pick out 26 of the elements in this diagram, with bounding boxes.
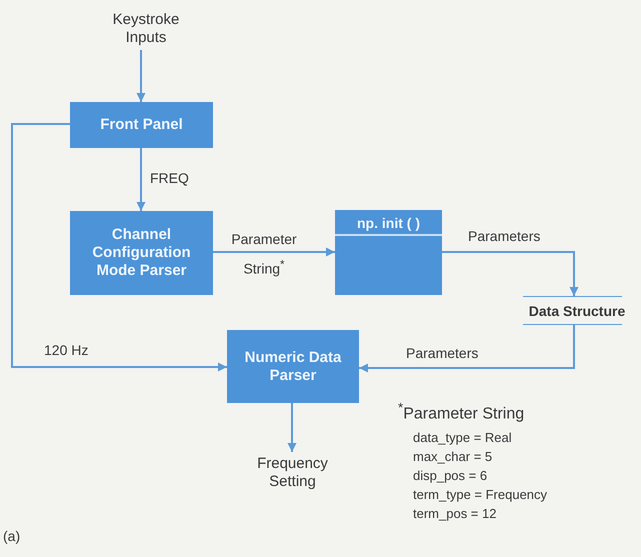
parameter-line: term_type = Frequency [413, 487, 548, 502]
output-label: Frequency Setting [240, 452, 345, 494]
arrow [136, 50, 146, 102]
edge-label: Parameters [406, 345, 478, 361]
arrow [288, 403, 296, 452]
arrow [136, 148, 146, 211]
process-box: Numeric Data Parser [227, 330, 359, 403]
parameter-line: disp_pos = 6 [413, 468, 488, 483]
edge-label: Parameters [468, 228, 540, 244]
parameter-line: term_pos = 12 [413, 506, 496, 521]
arrow [11, 123, 227, 372]
data-store: Data Structure [513, 296, 641, 325]
process-box: Front Panel [70, 102, 213, 148]
input-label: Keystroke Inputs [95, 8, 197, 50]
arrow [359, 325, 575, 372]
edge-label: FREQ [150, 170, 189, 186]
function-box: np. init ( ) [335, 210, 442, 295]
edge-label: Parameter String$^{*}$ [230, 230, 298, 279]
arrow [213, 248, 335, 256]
footnote-heading: $^{*}$Parameter String [398, 400, 524, 424]
parameter-line: max_char = 5 [413, 449, 492, 464]
edge-label: 120 Hz [44, 342, 88, 358]
panel-label: (a) [3, 528, 20, 544]
parameter-line: data_type = Real [413, 430, 512, 445]
arrow [442, 251, 578, 296]
process-box: Channel Configuration Mode Parser [70, 211, 213, 295]
